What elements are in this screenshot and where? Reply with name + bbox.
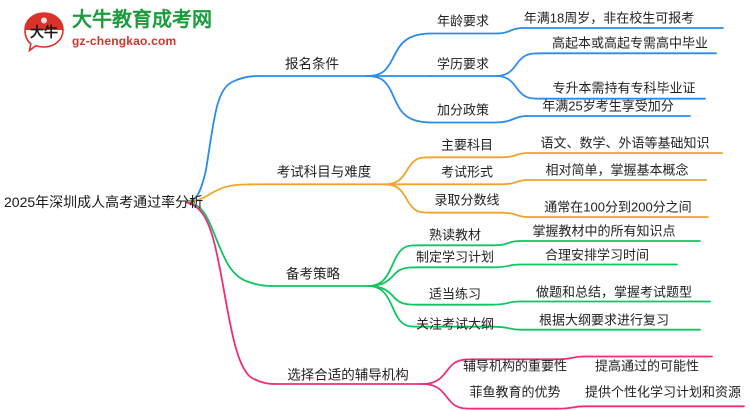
branch-label-xuanzejigou[interactable]: 选择合适的辅导机构 (287, 367, 409, 383)
leaf-practice-detail[interactable]: 做题和总结，掌握考试题型 (535, 284, 693, 300)
leaf-education-requirement-detail-1[interactable]: 高起本或高起专需高中毕业 (551, 35, 709, 51)
leaf-admission-score-line-detail[interactable]: 通常在100分到200分之间 (544, 199, 692, 215)
node-feiyu-advantage[interactable]: 菲鱼教育的优势 (469, 384, 561, 400)
leaf-main-subjects-detail[interactable]: 语文、数学、外语等基础知识 (540, 135, 710, 151)
svg-text:大牛: 大牛 (30, 24, 58, 40)
branch-label-kaoshikemu[interactable]: 考试科目与难度 (276, 164, 372, 180)
site-logo: 大牛 大牛教育成考网 gz-chengkao.com (22, 8, 252, 56)
branch-label-beikaocelue[interactable]: 备考策略 (286, 266, 340, 282)
logo-wordmark: 大牛教育成考网 gz-chengkao.com (72, 8, 212, 49)
leaf-study-plan-detail[interactable]: 合理安排学习时间 (544, 247, 650, 263)
leaf-exam-syllabus-detail[interactable]: 根据大纲要求进行复习 (538, 312, 670, 328)
mindmap-root-node[interactable]: 2025年深圳成人高考通过率分析 (4, 194, 204, 210)
node-main-subjects[interactable]: 主要科目 (440, 137, 494, 153)
leaf-exam-format-detail[interactable]: 相对简单，掌握基本概念 (545, 162, 689, 178)
daniu-speech-bubble-logo-icon: 大牛 (24, 12, 64, 53)
leaf-age-requirement-detail[interactable]: 年满18周岁，非在校生可报考 (523, 10, 695, 26)
node-study-plan[interactable]: 制定学习计划 (415, 249, 495, 265)
node-exam-syllabus[interactable]: 关注考试大纲 (415, 316, 495, 332)
branch-green-lines (185, 201, 711, 331)
leaf-tutoring-importance-detail[interactable]: 提高通过的可能性 (594, 358, 700, 374)
logo-domain: gz-chengkao.com (72, 34, 177, 48)
node-age-requirement[interactable]: 年龄要求 (436, 13, 490, 29)
node-tutoring-importance[interactable]: 辅导机构的重要性 (462, 358, 568, 374)
logo-name-cn: 大牛教育成考网 (72, 9, 212, 31)
node-exam-format[interactable]: 考试形式 (440, 164, 494, 180)
leaf-education-requirement-detail-2[interactable]: 专升本需持有专科毕业证 (552, 80, 696, 96)
node-admission-score-line[interactable]: 录取分数线 (434, 192, 500, 208)
node-education-requirement[interactable]: 学历要求 (436, 56, 490, 72)
leaf-bonus-policy-detail[interactable]: 年满25岁考生享受加分 (542, 98, 674, 114)
leaf-feiyu-advantage-detail[interactable]: 提供个性化学习计划和资源 (584, 384, 742, 400)
node-read-textbook[interactable]: 熟读教材 (428, 227, 482, 243)
branch-label-baomingtiaojian[interactable]: 报名条件 (285, 56, 339, 72)
node-bonus-policy[interactable]: 加分政策 (436, 102, 490, 118)
node-practice[interactable]: 适当练习 (428, 286, 482, 302)
leaf-read-textbook-detail[interactable]: 掌握教材中的所有知识点 (532, 223, 676, 239)
